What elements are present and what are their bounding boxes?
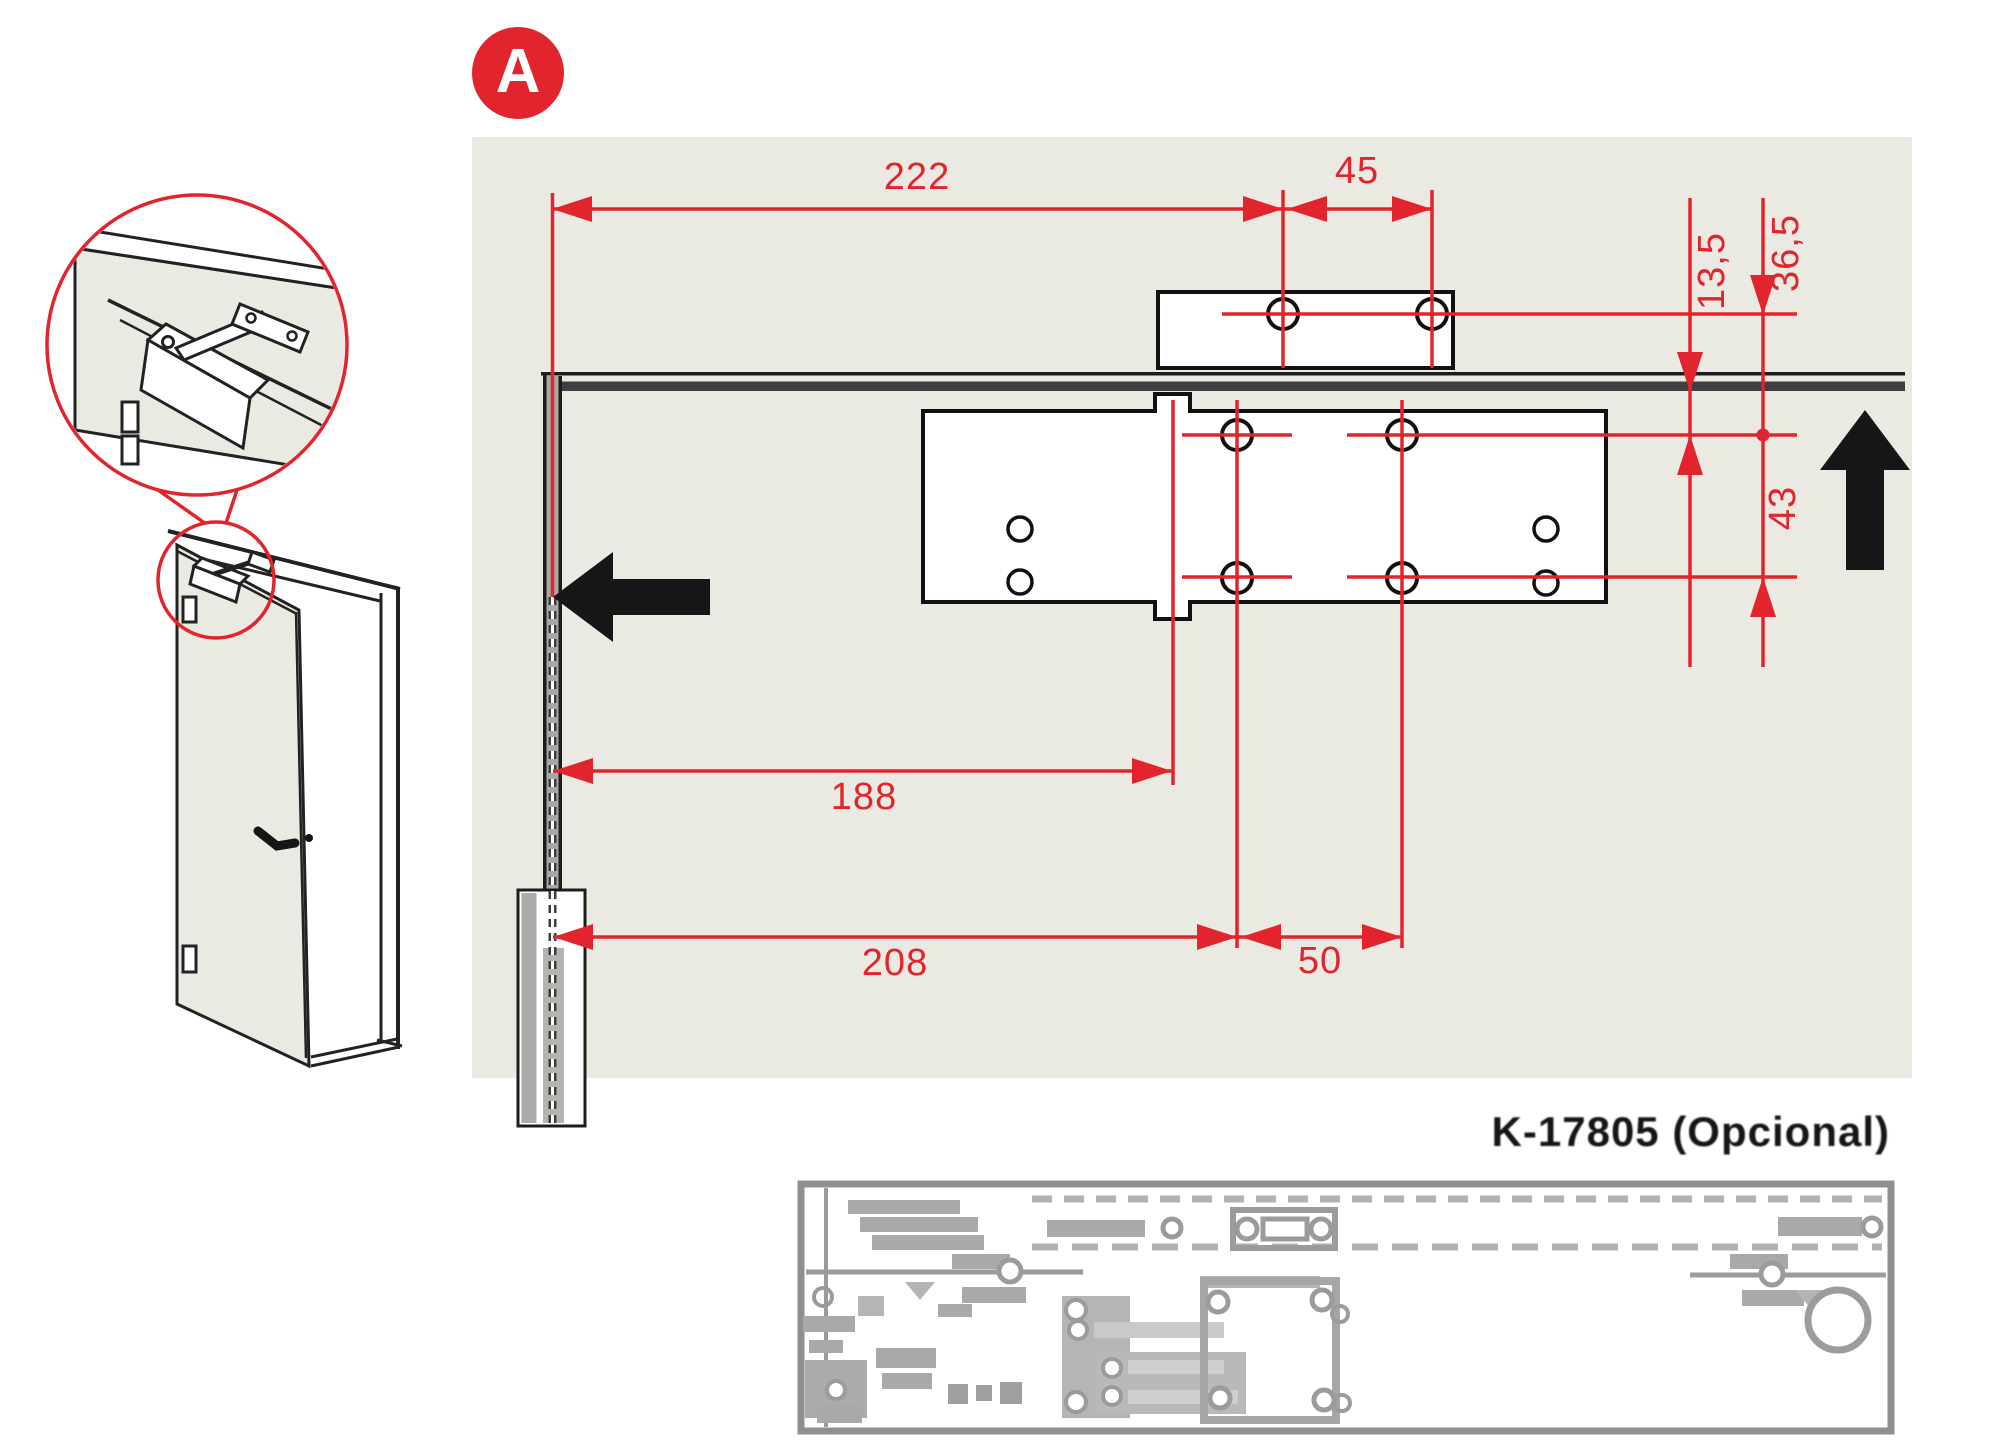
template-label: K-17805 (Opcional)	[1492, 1108, 1890, 1156]
drilling-template-graphic	[797, 1180, 1895, 1435]
dim-label-13-5: 13,5	[1691, 232, 1733, 310]
dim-label-208: 208	[861, 942, 929, 984]
dimension-lines	[552, 190, 1797, 950]
detail-view-sketch	[70, 230, 345, 477]
dim-label-188: 188	[830, 776, 898, 818]
dim-label-43: 43	[1762, 485, 1804, 531]
door-closer-body-plate	[921, 392, 1608, 621]
detail-badge-circle	[472, 27, 564, 119]
detail-view-circle	[45, 193, 349, 497]
callout-connector-right	[224, 489, 239, 524]
small-callout-circle	[156, 520, 276, 640]
dim-label-50: 50	[1297, 940, 1343, 982]
detail-badge-label: A	[495, 36, 541, 106]
callout-connector-left	[156, 488, 208, 526]
dim-label-36-5: 36,5	[1765, 214, 1807, 292]
dim-label-222: 222	[883, 156, 951, 198]
dim-label-45: 45	[1334, 150, 1380, 192]
floor-channel	[516, 888, 587, 1128]
door-handle-icon	[253, 826, 300, 851]
frame-mounting-plate	[1156, 290, 1455, 370]
template-code: K-17805	[1491, 1108, 1660, 1155]
arrow-left-icon	[553, 552, 710, 642]
arrow-up-icon	[1820, 410, 1910, 570]
door-3d-illustration	[167, 529, 403, 1069]
template-optional-suffix: (Opcional)	[1659, 1108, 1890, 1155]
